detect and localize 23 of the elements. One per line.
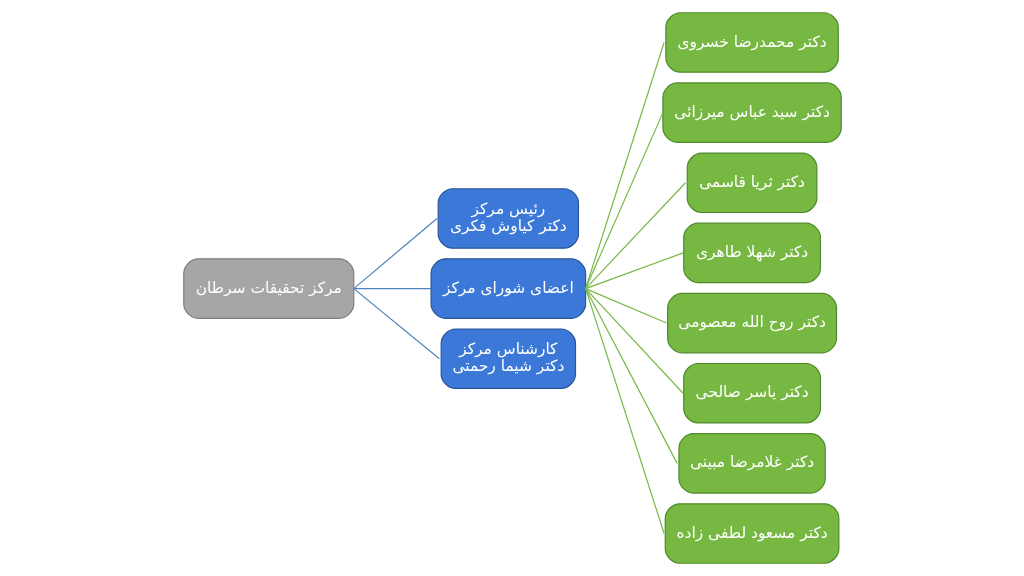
connector xyxy=(584,252,684,290)
connector xyxy=(584,182,686,290)
connector xyxy=(584,288,678,464)
node-box: رئیس مرکز دکتر کیاوش فکری xyxy=(437,188,579,249)
node-box: دکتر یاسر صالحی xyxy=(682,362,821,424)
connector xyxy=(352,217,438,290)
node-box: مرکز تحقیقات سرطان xyxy=(182,258,354,319)
node-box: دکتر غلامرضا مبینی xyxy=(677,433,826,494)
node-box: کارشناس مرکز دکتر شیما رحمتی xyxy=(440,328,576,390)
connector xyxy=(584,288,665,535)
node-box: دکتر ثریا قاسمی xyxy=(686,152,817,214)
node-box: دکتر شهلا طاهری xyxy=(682,222,821,284)
node-box: دکتر روح الله معصومی xyxy=(666,292,837,354)
node-box: دکتر محمدرضا خسروی xyxy=(664,12,839,73)
node-box: اعضای شورای مرکز xyxy=(429,258,586,319)
connector xyxy=(584,112,663,290)
connector xyxy=(352,288,432,290)
connector xyxy=(584,41,665,290)
node-box: دکتر سید عباس میرزائی xyxy=(661,82,842,143)
connector xyxy=(584,288,667,324)
connector xyxy=(352,288,440,360)
node-box: دکتر مسعود لطفی زاده xyxy=(664,503,839,564)
connector xyxy=(584,288,684,394)
